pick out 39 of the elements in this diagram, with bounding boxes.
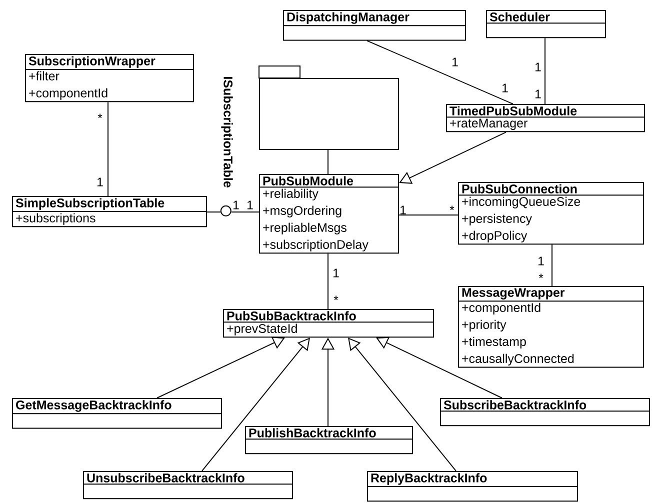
multiplicity-label: 1 <box>247 200 253 210</box>
generalization-arrow <box>202 338 310 472</box>
interface-name: ISubscriptionTable <box>221 77 233 188</box>
multiplicity-label: * <box>98 114 102 118</box>
multiplicity-label: * <box>450 206 454 210</box>
association-line <box>366 40 514 104</box>
multiplicity-label: * <box>334 296 338 300</box>
class-box: GetMessageBacktrackInfo <box>12 398 222 429</box>
class-box: Scheduler <box>486 10 606 38</box>
class-box: PubSubModule +reliability +msgOrdering +repliableMsgs +subscriptionDelay <box>259 174 399 254</box>
generalization-arrow <box>376 336 502 398</box>
generalization-arrow <box>399 132 506 184</box>
class-box: MessageWrapper +componentId +priority +timestamp +causallyConnected <box>458 286 644 368</box>
class-box: SimpleSubscriptionTable +subscriptions <box>12 196 207 228</box>
multiplicity-label: 1 <box>535 62 541 72</box>
package-folder <box>258 66 399 150</box>
class-box: UnsubscribeBacktrackInfo <box>83 471 293 500</box>
multiplicity-label: 1 <box>98 178 103 186</box>
class-box: SubscribeBacktrackInfo <box>440 398 650 426</box>
generalization-arrow <box>348 338 456 472</box>
multiplicity-label: * <box>538 274 544 278</box>
multiplicity-label: 1 <box>400 206 406 214</box>
class-box: ReplyBacktrackInfo <box>367 471 578 502</box>
multiplicity-label: 1 <box>538 256 544 266</box>
multiplicity-label: 1 <box>233 200 239 210</box>
class-box: DispatchingManager <box>283 10 466 41</box>
multiplicity-label: 1 <box>502 84 508 92</box>
class-box: SubscriptionWrapper +filter +componentId <box>25 54 194 102</box>
multiplicity-label: 1 <box>535 90 541 98</box>
class-box: PubSubBacktrackInfo +prevStateId <box>223 309 434 338</box>
multiplicity-label: 1 <box>333 268 339 278</box>
class-box: PublishBacktrackInfo <box>245 426 413 454</box>
association-line <box>544 38 546 104</box>
association-line <box>398 214 458 216</box>
class-box: PubSubConnection +incomingQueueSize +persistency +dropPolicy <box>458 182 644 245</box>
generalization-arrow <box>156 336 285 398</box>
interface-circle <box>220 205 232 216</box>
multiplicity-label: 1 <box>452 58 458 66</box>
class-box: TimedPubSubModule +rateManager <box>446 104 645 132</box>
